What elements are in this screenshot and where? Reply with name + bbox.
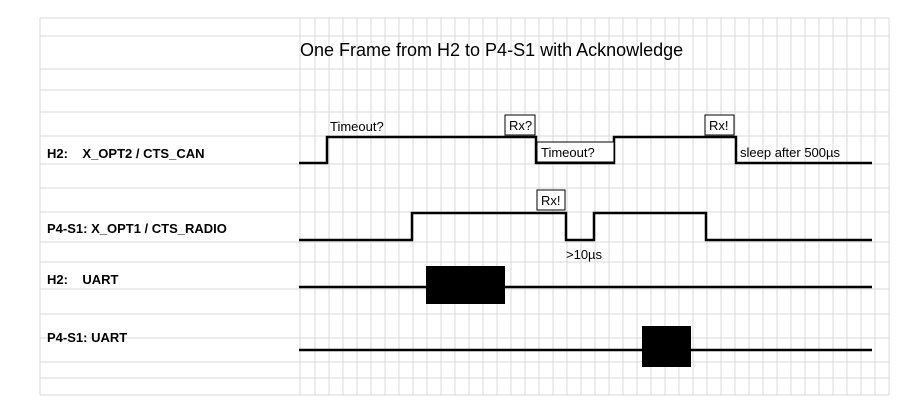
p4-uart-ack-frame: [642, 326, 691, 367]
annotation-rx-q-box: [504, 114, 536, 136]
row-label-p4-cts: P4-S1: X_OPT1 / CTS_RADIO: [47, 221, 227, 236]
row-label-h2-cts: H2: X_OPT2 / CTS_CAN: [47, 146, 204, 161]
waveform-h2-cts: [299, 135, 872, 165]
annotation-rx-ok-h2: Rx!: [709, 118, 729, 133]
spreadsheet-grid: [39, 17, 890, 396]
row-label-p4-uart: P4-S1: UART: [47, 330, 127, 345]
annotation-timeout-1: Timeout?: [330, 119, 384, 134]
annotation-rx-ok-p4-box: [536, 189, 566, 211]
waveform-p4-cts: [299, 211, 872, 242]
annotation-sleep: sleep after 500µs: [740, 145, 840, 160]
annotation-timeout-2: Timeout?: [541, 145, 595, 160]
annotation-timeout-2-box: [536, 141, 615, 163]
diagram-title: One Frame from H2 to P4-S1 with Acknowle…: [300, 40, 683, 60]
annotation-min-pulse: >10µs: [566, 247, 603, 262]
annotation-rx-ok-p4: Rx!: [541, 193, 561, 208]
annotation-rx-ok-h2-box: [704, 114, 735, 136]
annotation-rx-q: Rx?: [509, 118, 532, 133]
row-label-h2-uart: H2: UART: [47, 272, 119, 287]
h2-uart-data-frame: [426, 266, 505, 304]
